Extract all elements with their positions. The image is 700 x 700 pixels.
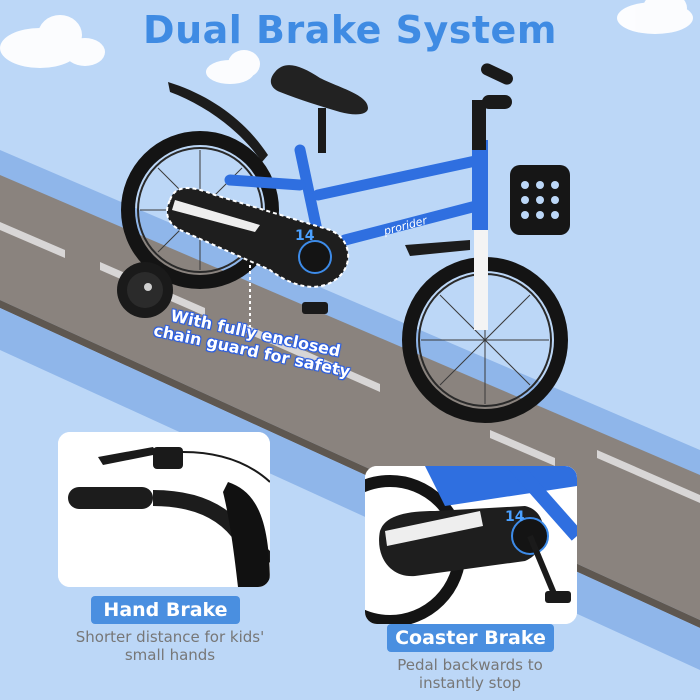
cloud-icon bbox=[206, 50, 260, 84]
cloud-icon bbox=[0, 15, 105, 68]
chain-guard bbox=[166, 187, 350, 288]
svg-text:14: 14 bbox=[295, 228, 315, 244]
coaster-brake-image: 14 bbox=[365, 466, 577, 624]
hand-brake-badge: Hand Brake bbox=[91, 596, 240, 624]
svg-text:14: 14 bbox=[505, 509, 525, 525]
coaster-brake-description: Pedal backwards to instantly stop bbox=[397, 656, 543, 692]
coaster-brake-badge: Coaster Brake bbox=[387, 624, 554, 652]
cloud-icon bbox=[617, 0, 693, 34]
svg-text:prorider: prorider bbox=[381, 214, 429, 239]
hand-brake-image bbox=[58, 432, 270, 587]
page-title: Dual Brake System bbox=[143, 8, 557, 52]
hand-brake-description: Shorter distance for kids' small hands bbox=[75, 628, 265, 664]
